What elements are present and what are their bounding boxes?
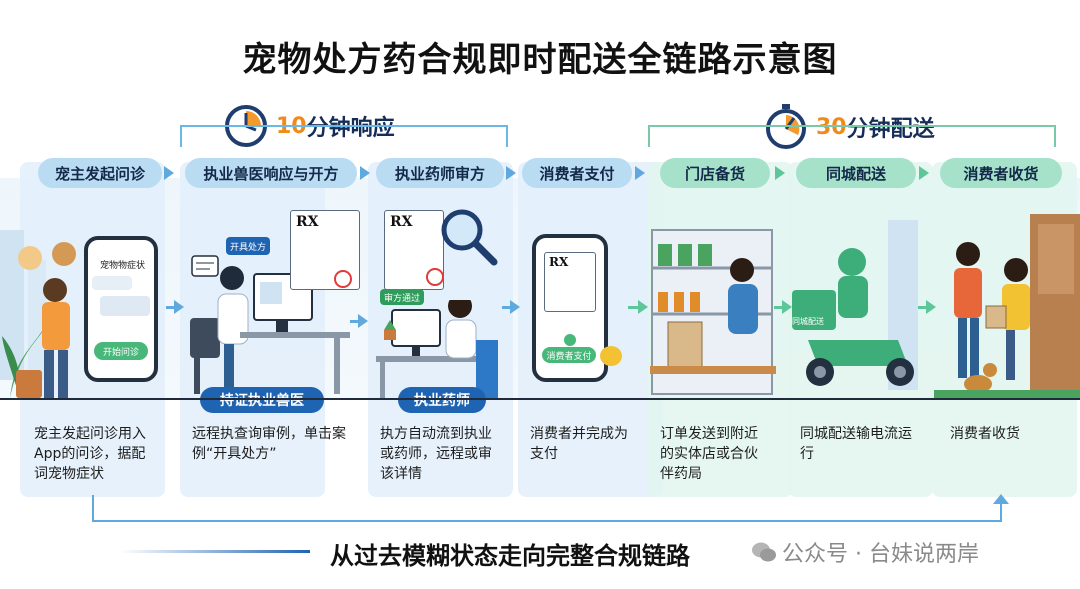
watermark-text: 公众号 · 台妹说两岸: [782, 542, 979, 567]
pay-button[interactable]: 消费者支付: [542, 347, 596, 363]
flow-connector-right: [1000, 500, 1002, 522]
chat-bubble: [92, 276, 132, 290]
step-6-desc: 同城配送输电流运行: [800, 426, 912, 462]
header-arrow-2: [360, 166, 370, 180]
magnifier-icon: [441, 209, 498, 266]
header-arrow-5: [775, 166, 785, 180]
footer-text: 从过去模糊状态走向完整合规链路: [330, 542, 690, 570]
seal-stamp-2: [426, 268, 444, 286]
payment-prescription: [544, 252, 596, 312]
step-4-desc: 消费者并完成为支付: [530, 426, 628, 462]
bracket-left: [180, 125, 508, 147]
chat-bubble: [100, 296, 150, 316]
scene-arrow-2: [358, 314, 368, 328]
role-vet-badge: 持证执业兽医: [200, 387, 324, 413]
scene-arrow-5: [782, 300, 792, 314]
header-arrow-6: [919, 166, 929, 180]
scene-arrow-line-4: [628, 306, 640, 309]
pharmacist-illustration: [376, 300, 498, 398]
header-arrow-3: [506, 166, 516, 180]
step-4-label: 消费者支付: [522, 158, 632, 188]
check-icon: [564, 334, 576, 346]
rx-symbol-3: RX: [549, 255, 569, 269]
phone-title: 宠物物症状: [100, 261, 146, 271]
role-pharmacist-badge: 执业药师: [398, 387, 486, 413]
step-5-desc: 订单发送到附近的实体店或合伙伴药局: [660, 426, 758, 482]
scene-arrow-line-1: [166, 306, 176, 309]
ground-line: [0, 398, 1080, 400]
step-3-label: 执业药师审方: [376, 158, 504, 188]
timer-left-text: 分钟响应: [306, 116, 395, 141]
scene-arrow-6: [926, 300, 936, 314]
header-arrow-4: [635, 166, 645, 180]
scene-arrow-4: [638, 300, 648, 314]
scene-arrow-1: [174, 300, 184, 314]
cart-icon: [600, 346, 622, 366]
header-arrow-1: [164, 166, 174, 180]
delivery-scooter-illustration: [792, 220, 918, 390]
scene-arrow-3: [510, 300, 520, 314]
step-3-desc: 执方自动流到执业或药师，远程或审该详情: [380, 426, 492, 482]
step-1-desc: 宠主发起问诊用入App的问诊，据配词宠物症状: [34, 426, 146, 482]
bracket-right: [648, 125, 1056, 147]
scene-arrow-line-5: [774, 306, 784, 309]
scooter-label: 同城配送: [792, 317, 824, 326]
step-7-desc: 消费者收货: [950, 426, 1020, 442]
receive-illustration: [934, 214, 1080, 398]
seal-stamp: [334, 270, 352, 288]
flow-line: [92, 520, 1002, 522]
wechat-icon: [752, 542, 776, 562]
vet-illustration: [190, 255, 350, 394]
approved-tag: 审方通过: [380, 289, 425, 305]
step-1-label: 宠主发起问诊: [38, 158, 162, 188]
step-7-label: 消费者收货: [940, 158, 1062, 188]
pet-owner-illustration: [0, 230, 94, 398]
start-consult-button[interactable]: 开始问诊: [94, 342, 148, 360]
step-2-label: 执业兽医响应与开方: [185, 158, 357, 188]
timer-right-number: 30: [816, 114, 847, 140]
scene-arrow-line-6: [918, 306, 928, 309]
scene-arrow-line-3: [502, 306, 512, 309]
scene-arrow-line-2: [350, 320, 360, 323]
prescribe-tag: 开具处方: [226, 237, 271, 255]
rx-symbol: RX: [296, 214, 319, 230]
watermark: 公众号 · 台妹说两岸: [752, 536, 979, 568]
timer-right-text: 分钟配送: [846, 117, 935, 142]
step-5-label: 门店备货: [660, 158, 770, 188]
step-2-desc: 远程执查询审例，单击案例“开具处方”: [192, 426, 346, 462]
pharmacy-store-illustration: [650, 229, 776, 395]
rx-symbol-2: RX: [390, 214, 413, 230]
step-6-label: 同城配送: [796, 158, 916, 188]
flow-connector-left: [92, 495, 94, 522]
stopwatch-icon: [766, 104, 806, 149]
footer-accent-line: [120, 550, 310, 553]
flow-arrow-head: [993, 494, 1009, 504]
diagram-title: 宠物处方药合规即时配送全链路示意图: [242, 40, 838, 80]
